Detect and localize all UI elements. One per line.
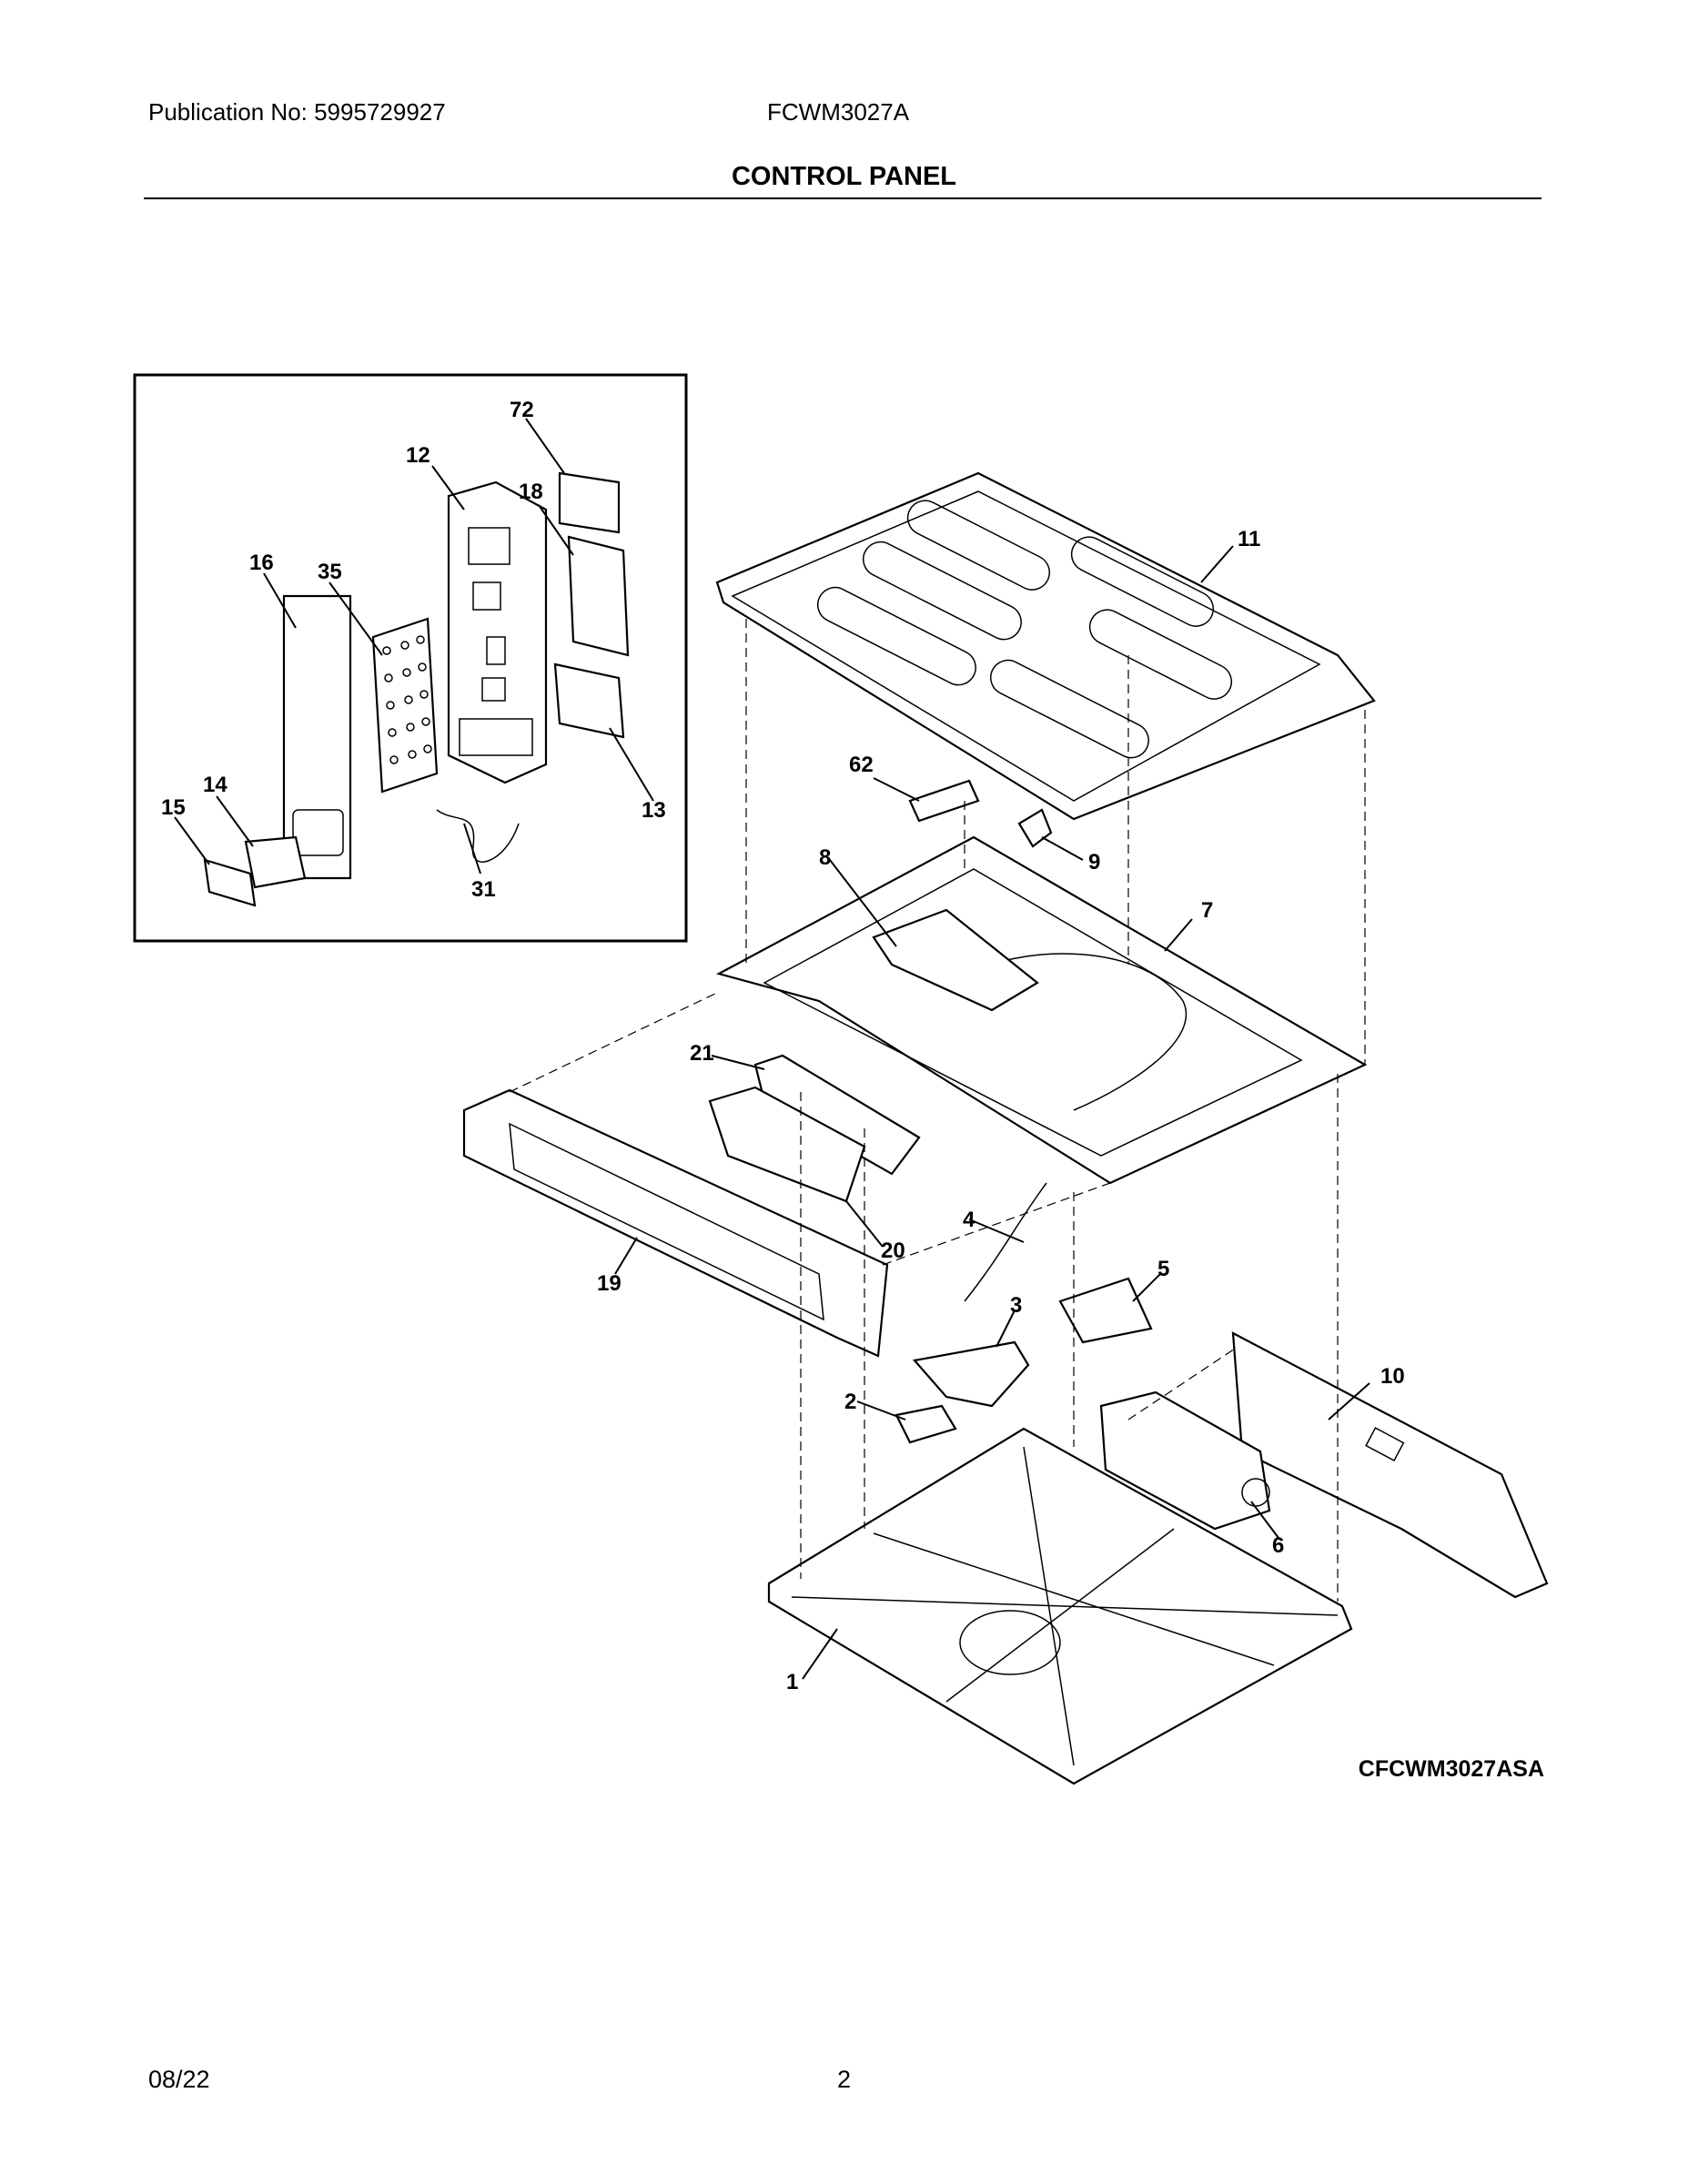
callout-72: 72 xyxy=(510,398,534,422)
callout-35: 35 xyxy=(318,560,342,584)
part-35-keypad xyxy=(371,617,439,794)
callout-20: 20 xyxy=(881,1239,905,1263)
callout-14: 14 xyxy=(203,773,227,797)
publication-number: Publication No: 5995729927 xyxy=(148,98,446,126)
part-8-control-board xyxy=(872,908,1039,1012)
part-7-chassis xyxy=(716,835,1368,1185)
part-3-gasket xyxy=(912,1340,1030,1408)
callout-15: 15 xyxy=(161,795,186,820)
callout-3: 3 xyxy=(1010,1293,1022,1318)
part-18-board xyxy=(567,535,630,657)
callout-21: 21 xyxy=(690,1041,714,1066)
callout-1: 1 xyxy=(786,1670,798,1694)
part-5-blower xyxy=(1058,1277,1153,1344)
callout-9: 9 xyxy=(1088,850,1100,875)
callout-2: 2 xyxy=(844,1390,856,1414)
callout-5: 5 xyxy=(1157,1257,1169,1281)
model-number: FCWM3027A xyxy=(767,98,910,126)
part-31-wire xyxy=(436,809,520,863)
callout-7: 7 xyxy=(1201,898,1213,923)
part-4-wire-harness xyxy=(964,1182,1047,1302)
part-2-clip xyxy=(895,1404,957,1444)
callout-10: 10 xyxy=(1380,1364,1405,1389)
callout-31: 31 xyxy=(471,877,496,902)
part-72-module xyxy=(558,471,621,534)
part-6-motor xyxy=(1099,1390,1271,1531)
part-16-overlay xyxy=(282,594,352,880)
callout-18: 18 xyxy=(519,480,543,504)
part-20-user-interface-board xyxy=(708,1086,866,1203)
diagram-code: CFCWM3027ASA xyxy=(1358,1756,1544,1782)
callout-8: 8 xyxy=(819,845,831,870)
part-11-top-cover xyxy=(715,471,1376,821)
footer-page-number: 2 xyxy=(836,2066,852,2093)
footer-date: 08/22 xyxy=(148,2066,210,2093)
callout-16: 16 xyxy=(249,551,274,575)
part-14-switch xyxy=(244,835,307,889)
part-12-housing xyxy=(447,480,548,784)
part-15-button xyxy=(203,858,257,907)
callout-6: 6 xyxy=(1272,1533,1284,1558)
header-rule xyxy=(144,197,1541,199)
part-9-clip xyxy=(1017,808,1053,848)
section-title: CONTROL PANEL xyxy=(731,162,957,191)
part-62-connector xyxy=(908,779,980,823)
callout-19: 19 xyxy=(597,1271,622,1296)
part-19-control-panel-trim xyxy=(462,1088,889,1358)
callout-13: 13 xyxy=(642,798,666,823)
inset-box xyxy=(133,373,688,943)
callout-4: 4 xyxy=(963,1208,975,1232)
part-13-bracket xyxy=(553,662,625,739)
callout-12: 12 xyxy=(406,443,430,468)
callout-11: 11 xyxy=(1238,527,1260,551)
callout-62: 62 xyxy=(849,753,874,777)
